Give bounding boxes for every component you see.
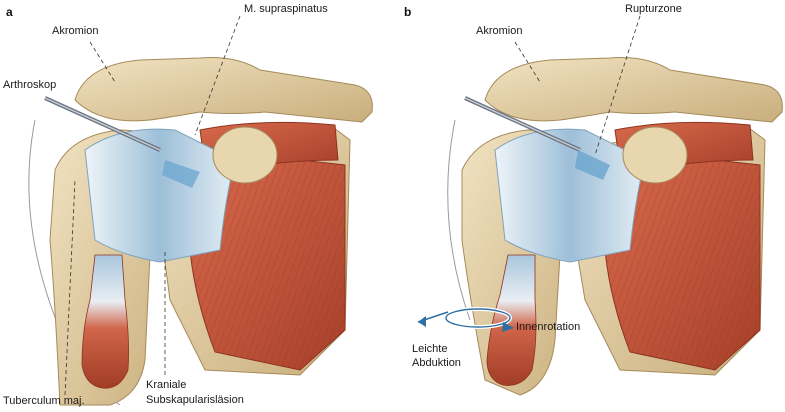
label-tuberculum: Tuberculum maj. [3,395,85,407]
label-leichte: Leichte [412,343,447,355]
leader-supraspinatus [194,15,241,136]
panel-letter-a: a [6,5,13,19]
panel-b-rupture-zone [575,150,610,180]
panel-a-tendon-sheet [84,128,236,263]
panel-b-tendon-sheet [494,128,646,263]
panel-a-muscle-fibers [190,158,345,370]
rotation-arrow [417,307,514,332]
panel-letter-b: b [404,5,411,19]
panel-a: a Akromion M. supraspinatus Arthroskop T… [3,3,373,407]
label-arthroskop: Arthroskop [3,79,56,91]
leader-tuberculum [64,179,76,396]
leader-akromion-b [514,41,541,83]
panel-a-acromion [74,57,373,123]
leader-akromion-a [89,41,116,83]
leader-rupturzone [594,15,641,156]
label-supraspinatus: M. supraspinatus [244,3,328,15]
arthroscope-instrument [44,96,161,152]
panel-b-coracoid [622,126,688,184]
panel-b-biceps [486,254,537,386]
panel-b-acromion [484,57,783,123]
label-akromion-a: Akromion [52,25,98,37]
label-abduktion: Abduktion [412,357,461,369]
panel-b: b Akromion Rupturzone Innenrotation Leic… [404,3,783,396]
label-akromion-b: Akromion [476,25,522,37]
label-kraniale: Kraniale [146,379,186,391]
panel-a-coracoid [212,126,278,184]
panel-b-muscle-fibers [605,158,760,370]
label-innenrotation: Innenrotation [516,321,580,333]
arthroscope-instrument-b [464,96,581,152]
panel-b-contour-arc [447,119,471,321]
panel-a-biceps [81,254,129,389]
label-rupturzone: Rupturzone [625,3,682,15]
label-subskapularislaesion: Subskapularisläsion [146,394,244,406]
panel-a-lesion [162,160,200,188]
